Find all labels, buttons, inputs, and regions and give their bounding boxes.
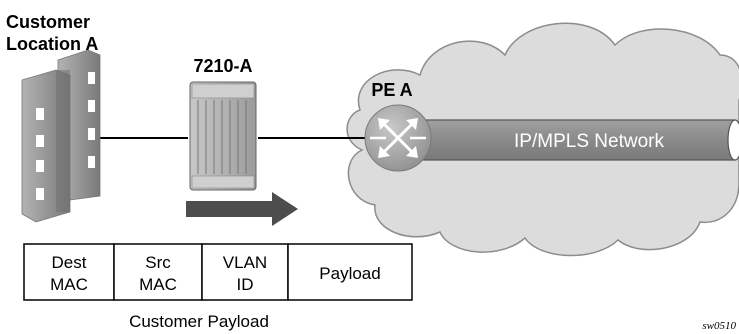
frame-field-payload: [287, 243, 413, 301]
frame-field-src-mac: [113, 243, 203, 301]
frame-field-dest-mac: [23, 243, 115, 301]
frame-field-label: MAC: [139, 275, 177, 294]
frame-field-label: VLAN: [223, 253, 267, 272]
switch-icon: [189, 81, 257, 191]
frame-field-label: Src: [145, 253, 171, 272]
frame-format: Dest MAC Src MAC VLAN ID Payload: [23, 243, 413, 301]
frame-field-label: MAC: [50, 275, 88, 294]
frame-field-label: Payload: [319, 264, 380, 283]
frame-field-vlan-id: [201, 243, 289, 301]
mpls-tunnel: [401, 119, 739, 161]
direction-arrow-icon: [186, 192, 298, 226]
frame-field-label: ID: [237, 275, 254, 294]
router-icon: [364, 104, 432, 172]
building-icon: [21, 49, 101, 223]
customer-location-label-line1: Customer: [6, 12, 90, 32]
pe-label: PE A: [371, 80, 412, 100]
network-label: IP/MPLS Network: [514, 131, 664, 152]
frame-field-label: Dest: [52, 253, 87, 272]
frame-caption: Customer Payload: [129, 312, 269, 331]
customer-location-label-line2: Location A: [6, 34, 98, 54]
figure-id: sw0510: [702, 320, 736, 332]
device-label: 7210-A: [193, 56, 252, 76]
